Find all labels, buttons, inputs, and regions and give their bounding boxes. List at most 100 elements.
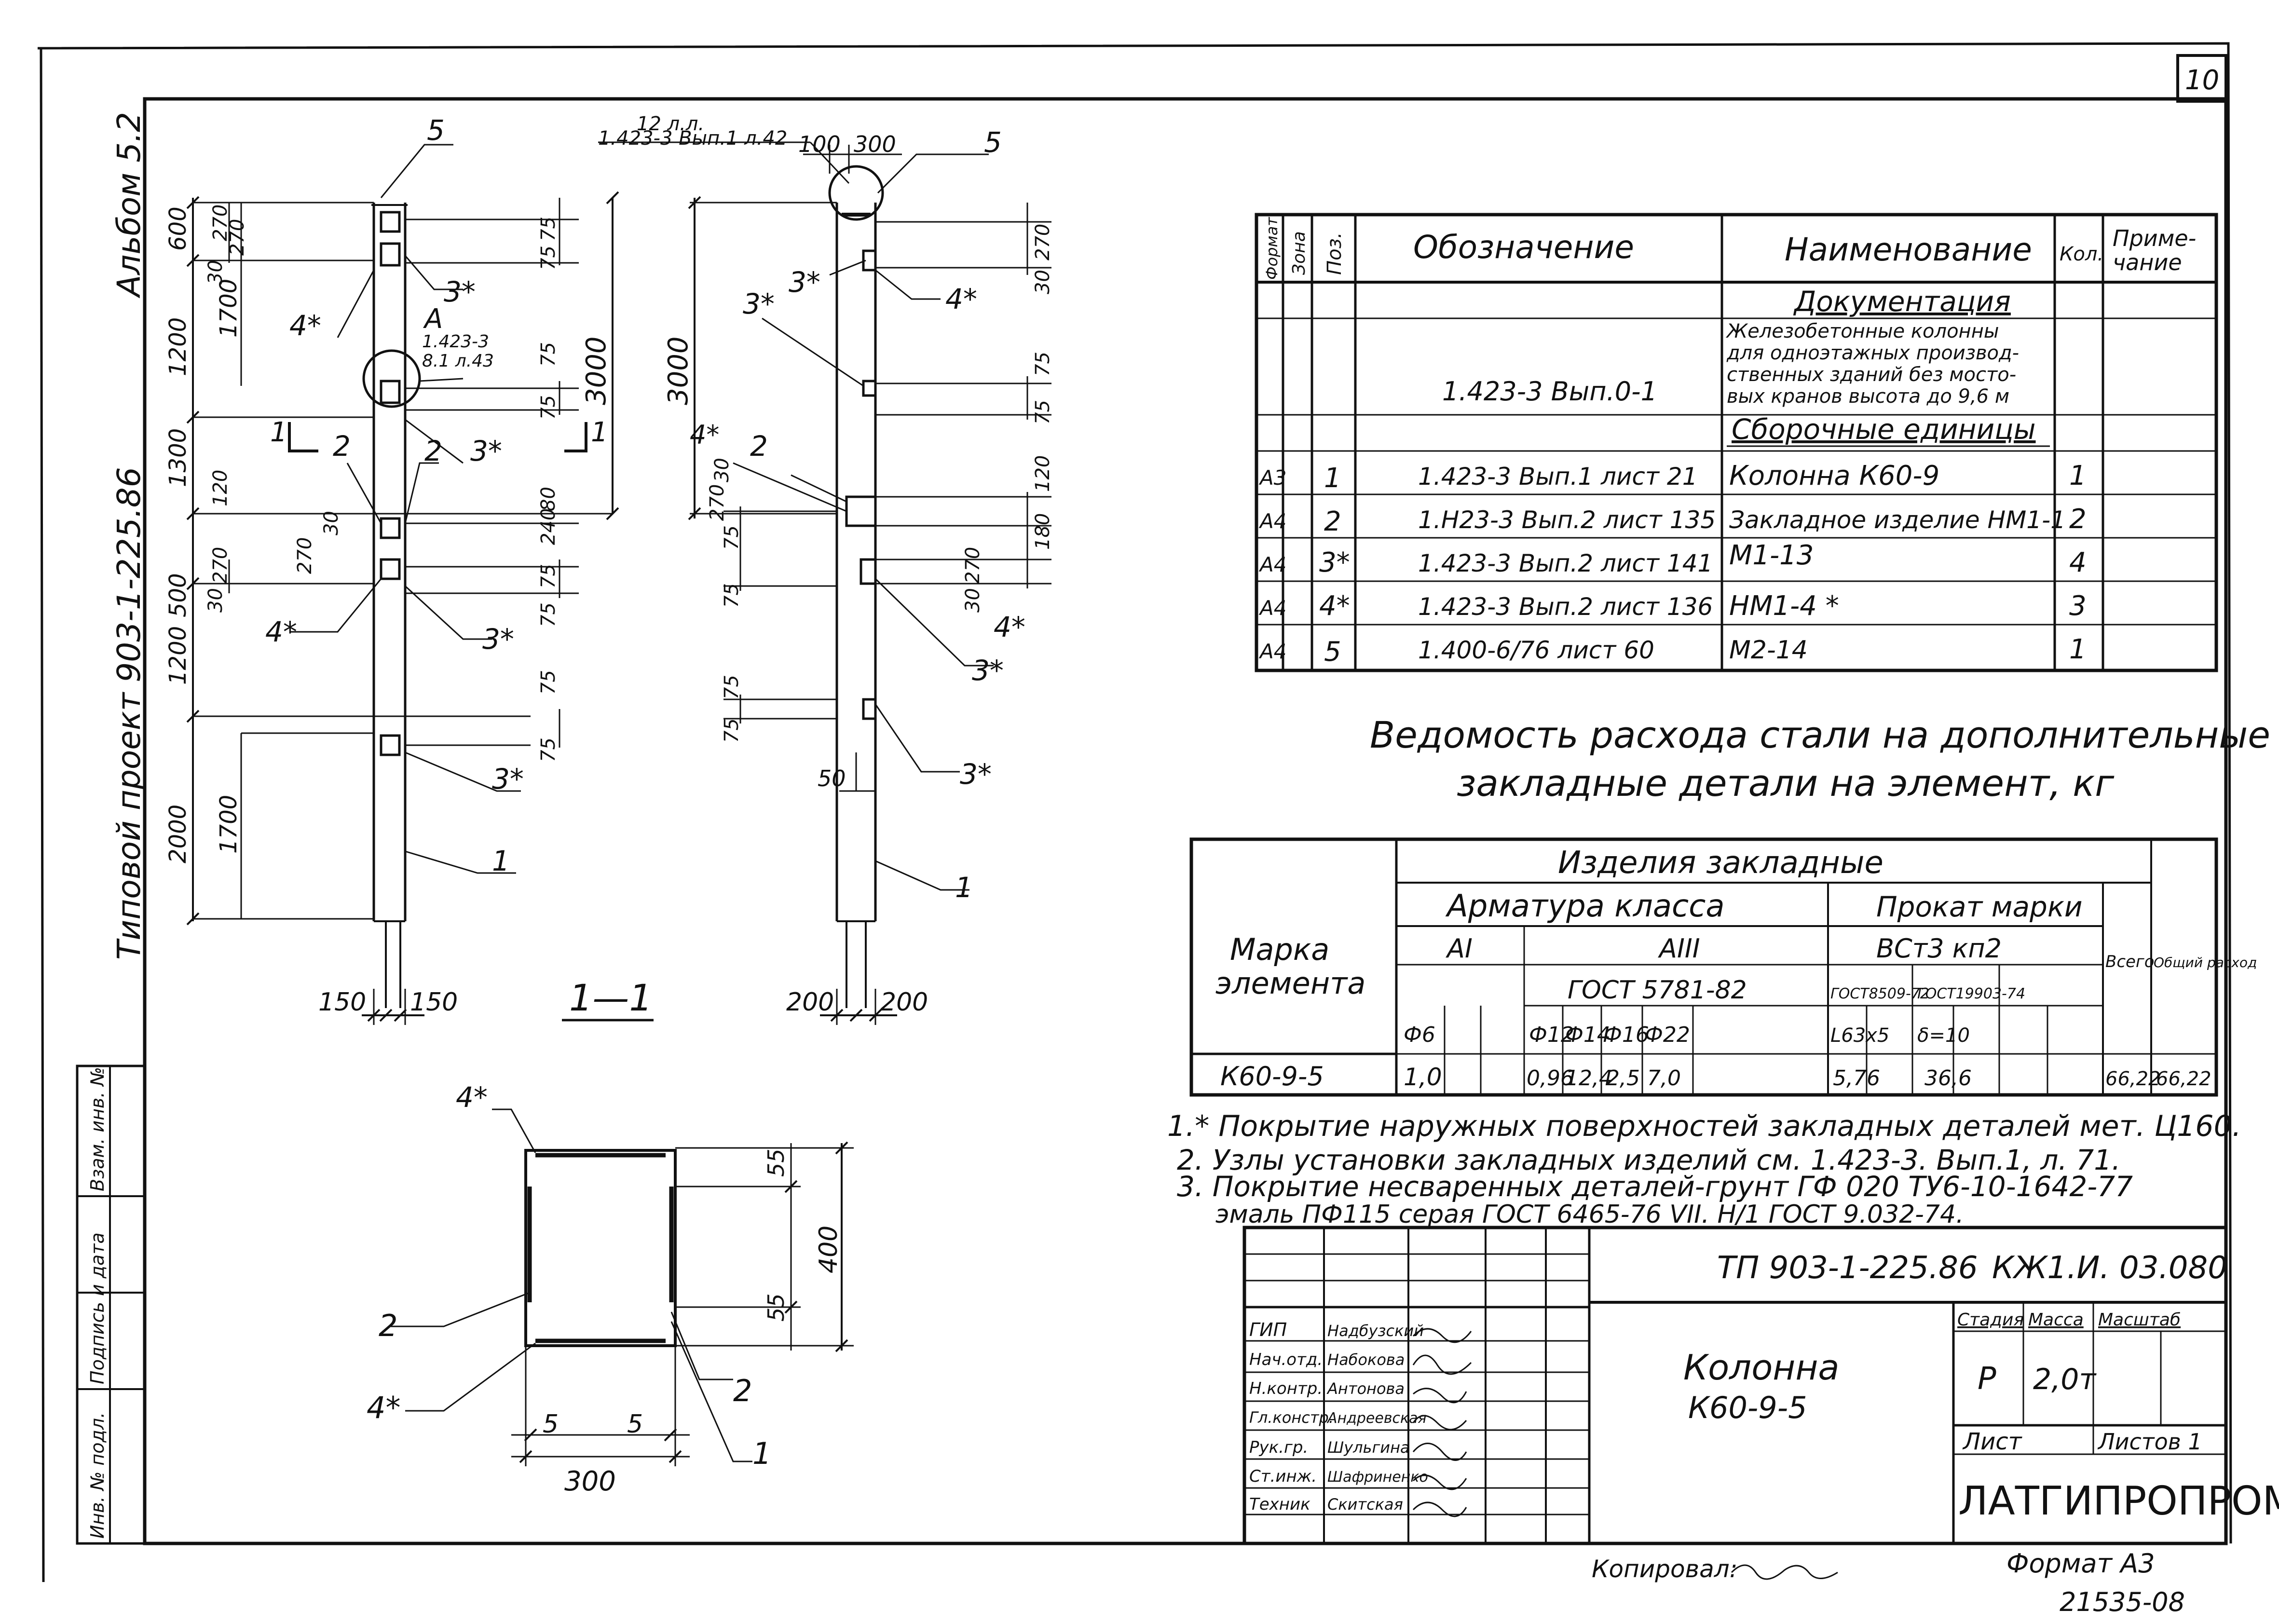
stamp-inv: Инв. № подл. — [87, 1412, 108, 1539]
ref-a-1: 1.423-3 — [422, 332, 489, 352]
footer-copied: Копировал: — [1592, 1555, 1738, 1583]
spec-doc-name-4: вых кранов высота до 9,6 м — [1727, 385, 2009, 408]
section-title: 1—1 — [569, 976, 653, 1019]
spec-table — [1255, 213, 2218, 672]
notes: 1.* Покрытие наружных поверхностей закла… — [1167, 1109, 2241, 1229]
tb-role-4: Гл.констр. — [1249, 1408, 1334, 1427]
pos-4-mid-b: 4* — [690, 420, 719, 450]
spec-r4-pos: 4* — [1319, 590, 1350, 622]
pos-2-sec-a: 2 — [379, 1308, 397, 1343]
spec-h-note-1: Приме- — [2113, 225, 2196, 251]
steel-gost-arm: ГОСТ 5781-82 — [1568, 976, 1747, 1005]
tb-person-7: Скитская — [1327, 1495, 1403, 1514]
dim-75f: 75 — [537, 602, 560, 627]
steel-mark-2: элемента — [1215, 966, 1365, 1001]
dim-80: 80 — [537, 487, 560, 511]
sheet-frame: 10 — [37, 42, 2232, 1583]
cut-mark-left: 1 — [270, 417, 287, 448]
spec-r4-name: НМ1-4 * — [1729, 590, 1839, 622]
steel-rolled: Прокат марки — [1876, 890, 2083, 923]
spec-h-qty: Кол. — [2060, 243, 2103, 265]
spec-doc-name-3: ственных зданий без мосто- — [1727, 364, 2016, 386]
left-position-labels: 5 3* 4* А 1.423-3 8.1 л.43 3* 2 2 4* 3* … — [265, 114, 608, 877]
spec-section-assemblies: Сборочные единицы — [1732, 413, 2036, 446]
dim-120a: 120 — [209, 470, 232, 506]
dim-180: 180 — [1032, 513, 1054, 550]
dim-600: 600 — [164, 206, 191, 251]
pos-3-mid-a: 3* — [789, 266, 820, 299]
spec-r3-qty: 4 — [2069, 547, 2087, 578]
steel-armature: Арматура класса — [1445, 888, 1725, 924]
cross-section — [391, 1108, 854, 1466]
steel-size-6: Ф22 — [1645, 1023, 1690, 1047]
steel-size-5: Ф16 — [1604, 1023, 1649, 1047]
steel-overall: Общий расход — [2154, 955, 2257, 970]
spec-r1-des: 1.423-3 Вып.1 лист 21 — [1418, 463, 1698, 491]
dim-75c: 75 — [537, 342, 560, 367]
spec-r5-qty: 1 — [2069, 634, 2087, 665]
ref-top-2: 1.423-3 Вып.1 л.42 — [598, 127, 787, 150]
left-dimension-labels: 600 1200 1300 500 1200 2000 270 30 1700 … — [164, 205, 612, 1017]
dim-75a: 75 — [537, 217, 560, 241]
dim-75e: 75 — [537, 564, 560, 588]
tb-code: ТП 903-1-225.86 — [1717, 1250, 1978, 1286]
dim-30c: 30 — [320, 511, 342, 535]
spec-r5-format: А4 — [1258, 640, 1286, 663]
spec-r4-format: А4 — [1258, 596, 1286, 620]
dim-1200b: 1200 — [164, 626, 191, 685]
dim-200b: 200 — [880, 988, 928, 1017]
spec-h-format: Формат — [1263, 217, 1281, 280]
pos-5-mid: 5 — [984, 126, 1002, 159]
spec-r2-qty: 2 — [2069, 504, 2087, 535]
dim-75h: 75 — [537, 737, 560, 762]
pos-3-left-a: 3* — [444, 275, 476, 308]
tb-stage: Р — [1978, 1361, 1996, 1397]
steel-row-mark: К60-9-5 — [1220, 1061, 1324, 1092]
pos-3-left-c: 3* — [482, 623, 514, 655]
pos-3-mid-d: 3* — [960, 758, 992, 791]
steel-val-12: 66,22 — [2105, 1068, 2161, 1090]
steel-size-1: Ф6 — [1404, 1023, 1435, 1047]
note-3: 3. Покрытие несваренных деталей-грунт ГФ… — [1177, 1170, 2133, 1203]
tb-role-6: Ст.инж. — [1249, 1467, 1317, 1486]
tb-mass-label: Масса — [2028, 1310, 2084, 1330]
tb-role-1: ГИП — [1249, 1319, 1287, 1340]
pos-3-mid-b: 3* — [743, 287, 775, 320]
tb-stage-label: Стадия — [1957, 1310, 2024, 1330]
copier-signature — [1731, 1564, 1838, 1580]
project-side-label: Типовой проект 903-1-225.86 — [110, 467, 148, 960]
dim-5b: 5 — [627, 1410, 643, 1439]
spec-doc-name-2: для одноэтажных производ- — [1726, 342, 2019, 364]
tb-name-2: К60-9-5 — [1688, 1390, 1807, 1425]
dim-2000: 2000 — [164, 805, 191, 863]
dim-150a: 150 — [318, 988, 366, 1017]
pos-4-mid-c: 4* — [994, 611, 1025, 643]
spec-r2-name: Закладное изделие НМ1-1 — [1729, 506, 2066, 534]
steel-size-8: L63x5 — [1830, 1024, 1889, 1047]
dim-1300: 1300 — [164, 428, 191, 487]
dim-30d: 30 — [1032, 270, 1054, 294]
dim-75i: 75 — [1032, 352, 1054, 376]
steel-group: Изделия закладные — [1558, 845, 1883, 881]
pos-2-sec-b: 2 — [733, 1373, 752, 1408]
dim-300b: 300 — [564, 1466, 616, 1497]
steel-val-13: 66,22 — [2156, 1068, 2211, 1090]
tb-mass: 2,0т — [2033, 1363, 2097, 1396]
tb-signatures — [1412, 1328, 1472, 1517]
dim-55a: 55 — [763, 1148, 789, 1177]
album-label: Альбом 5.2 — [110, 112, 148, 299]
steel-val-4: 12,4 — [1565, 1066, 1612, 1091]
tb-org: ЛАТГИПРОПРОМ — [1958, 1478, 2279, 1524]
tb-role-3: Н.контр. — [1249, 1379, 1323, 1398]
pos-2-left-b: 2 — [424, 435, 442, 467]
tb-sheet-label: Лист — [1962, 1428, 2023, 1455]
stamp-replace: Взам. инв. № — [87, 1067, 108, 1191]
steel-size-10: δ=10 — [1917, 1024, 1970, 1047]
tb-sheets-label: Листов 1 — [2097, 1429, 2202, 1455]
title-block-text: ТП 903-1-225.86 КЖ1.И. 03.080 ГИП Нач.от… — [1249, 1250, 2279, 1524]
dim-30f: 30 — [711, 458, 733, 482]
dim-1200a: 1200 — [164, 317, 191, 376]
spec-r5-pos: 5 — [1324, 636, 1341, 668]
dim-500: 500 — [164, 573, 191, 617]
